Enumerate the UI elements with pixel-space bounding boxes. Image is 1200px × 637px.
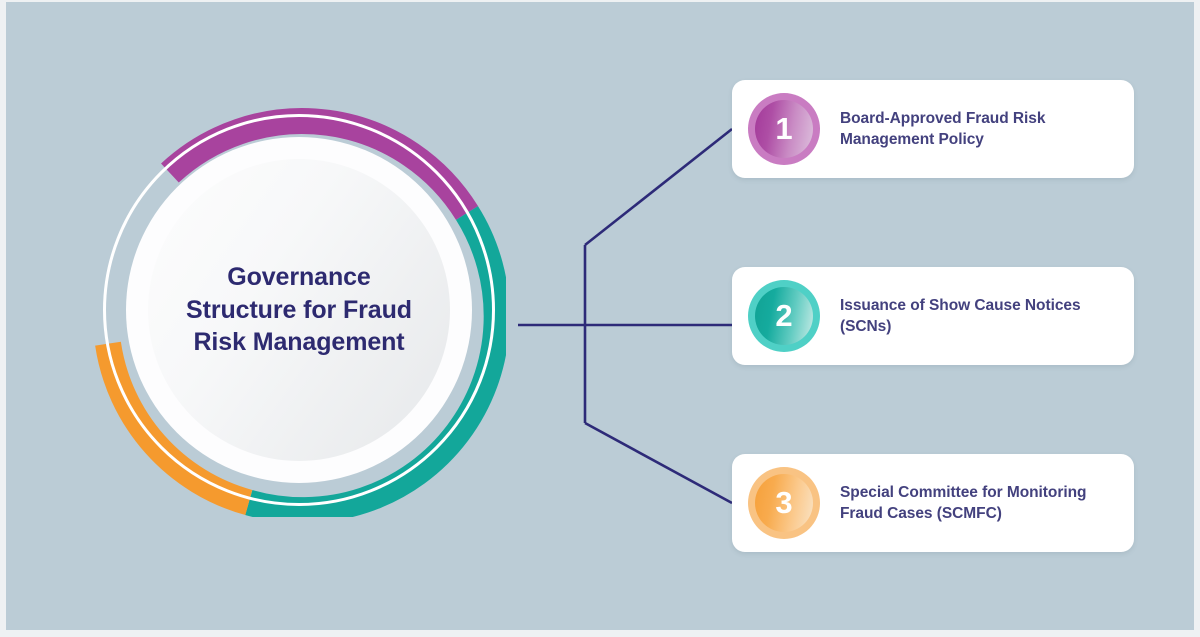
card-label: Board-Approved Fraud Risk Management Pol… [840, 109, 1046, 148]
list-item[interactable]: 2 Issuance of Show Cause Notices (SCNs) [732, 267, 1134, 365]
donut-outline-ring [103, 114, 495, 506]
badge-inner-disc [755, 474, 813, 532]
badge-inner-disc [755, 287, 813, 345]
list-item[interactable]: 1 Board-Approved Fraud Risk Management P… [732, 80, 1134, 178]
list-item[interactable]: 3 Special Committee for Monitoring Fraud… [732, 454, 1134, 552]
donut-segment-teal [245, 206, 506, 517]
card-label: Issuance of Show Cause Notices (SCNs) [840, 296, 1081, 335]
badge-number-3: 3 [748, 467, 820, 539]
central-donut: Governance Structure for Fraud Risk Mana… [92, 103, 506, 517]
badge-number-label: 1 [775, 111, 793, 146]
badge-inner-disc [755, 100, 813, 158]
connector-branch-3 [584, 421, 733, 505]
page-title: Governance Structure for Fraud Risk Mana… [186, 263, 412, 357]
donut-core: Governance Structure for Fraud Risk Mana… [148, 159, 450, 461]
connector-branch-1 [584, 127, 733, 247]
badge-number-1: 1 [748, 93, 820, 165]
badge-number-label: 3 [775, 485, 793, 520]
card-label: Special Committee for Monitoring Fraud C… [840, 483, 1087, 522]
badge-number-2: 2 [748, 280, 820, 352]
diagram-stage: Governance Structure for Fraud Risk Mana… [6, 2, 1194, 630]
badge-number-label: 2 [775, 298, 793, 333]
